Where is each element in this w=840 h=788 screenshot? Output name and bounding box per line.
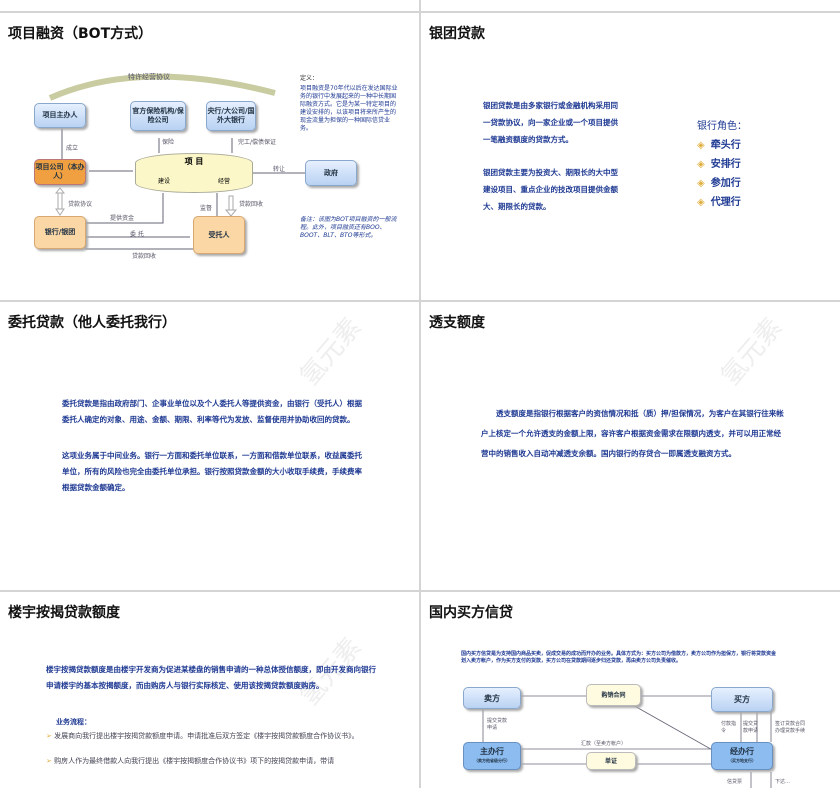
paragraph: 银团贷款主要为投资大、期限长的大中型建设项目、重点企业的技改项目提供金额大、期限… — [483, 168, 618, 211]
role-label: 代理行 — [710, 197, 741, 208]
label-issue: 下达… — [775, 779, 791, 785]
node-project-company: 项目公司（本办人） — [34, 159, 86, 185]
build-label: 建设 — [158, 178, 171, 185]
arrow-bullet-icon: ➢ — [46, 732, 55, 740]
handling-bank-label: 经办行 — [730, 747, 754, 756]
definition-text: 项目融资是70年代以后在发达国际业务的银行中发展起来的一种中长期国际融资方式。它… — [300, 85, 398, 132]
main-bank-sub: （卖方他省级分行） — [474, 758, 510, 763]
slide-title: 国内买方信贷 — [429, 605, 513, 621]
label-transfer: 转让 — [273, 166, 286, 173]
label-funds: 提供资金 — [110, 215, 135, 222]
role-label: 安排行 — [710, 159, 741, 170]
paragraph: 楼宇按揭贷款额度是由楼宇开发商为促进某楼盘的销售申请的一种总体授信额度，即由开发… — [46, 665, 376, 690]
role-item: ◈ 安排行 — [697, 155, 747, 174]
diamond-bullet-icon: ◈ — [697, 159, 705, 170]
step-text: 发展商向我行提出楼宇按揭贷款额度申请。申请批准后双方签定《楼宇按揭贷款额度合作协… — [54, 732, 359, 740]
label-insurance: 保险 — [162, 139, 175, 146]
node-project: 项 目 建设 经营 — [135, 153, 253, 193]
slide-domestic-buyer-credit[interactable]: 国内买方信贷 国内买方信贷是为支持国内商品买卖，促成交易的成功而开办的业务。具体… — [421, 592, 840, 788]
bot-diagram-arrows — [48, 73, 306, 250]
paragraph: 委托贷款是指由政府部门、企事业单位以及个人委托人等提供资金，由银行（受托人）根据… — [62, 399, 362, 424]
roles-title: 银行角色： — [697, 121, 747, 132]
node-government: 政府 — [305, 160, 357, 186]
handling-bank-sub: （买方地支行） — [728, 758, 756, 763]
node-insurer: 官方保险机构/保险公司 — [130, 101, 186, 131]
label-concession-agreement: 特许经营协议 — [128, 73, 170, 81]
slide-partial-top-right[interactable] — [421, 0, 840, 11]
slide-syndicated-loan[interactable]: 银团贷款 银团贷款是由多家银行或金融机构采用同一贷款协议，向一家企业或一个项目提… — [421, 13, 840, 300]
node-seller: 卖方 — [463, 687, 521, 709]
role-item: ◈ 牵头行 — [697, 136, 747, 155]
slide-bot-project-finance[interactable]: 项目融资（BOT方式） 特许经营协议 项目主办人 官方保险机构/保险公司 央行/… — [0, 13, 419, 300]
arrow-bullet-icon: ➢ — [46, 757, 55, 765]
definition-title: 定义： — [300, 75, 319, 82]
process-step: ➢ 购房人作为最终借款人向我行提出《楼宇按揭额度合作协议书》项下的按揭贷款申请，… — [46, 756, 376, 767]
slide-mortgage-loan-limit[interactable]: 楼宇按揭贷款额度 氢元素 楼宇按揭贷款额度是由楼宇开发商为促进某楼盘的销售申请的… — [0, 592, 419, 788]
process-step: ➢ 发展商向我行提出楼宇按揭贷款额度申请。申请批准后双方签定《楼宇按揭贷款额度合… — [46, 731, 376, 742]
node-main-bank: 主办行 （卖方他省级分行） — [463, 742, 521, 770]
main-bank-label: 主办行 — [480, 747, 504, 756]
node-trustee: 受托人 — [193, 216, 245, 254]
label-establish: 成立 — [66, 145, 79, 152]
node-sponsor: 项目主办人 — [34, 103, 86, 128]
label-loan-agreement: 贷款协议 — [68, 201, 93, 208]
label-sign-contract: 签订贷款合同办理贷款手续 — [775, 721, 806, 734]
label-credit: 信贷票 — [727, 779, 743, 785]
label-guarantee: 完工/偿债保证 — [238, 139, 277, 146]
diamond-bullet-icon: ◈ — [697, 178, 705, 189]
node-central-bank: 央行/大公司/国外大银行 — [206, 101, 256, 131]
role-label: 参加行 — [710, 178, 741, 189]
diamond-bullet-icon: ◈ — [697, 140, 705, 151]
watermark: 氢元素 — [715, 312, 789, 392]
slide-title: 银团贷款 — [429, 26, 485, 42]
slide-title: 透支额度 — [429, 315, 485, 331]
role-item: ◈ 参加行 — [697, 174, 747, 193]
process-title: 业务流程： — [56, 718, 91, 726]
node-voucher: 单证 — [586, 752, 636, 770]
project-label: 项 目 — [184, 157, 204, 166]
bank-roles: 银行角色： ◈ 牵头行 ◈ 安排行 ◈ 参加行 ◈ 代理行 — [697, 117, 747, 212]
node-contract: 购销合同 — [586, 684, 641, 706]
paragraph: 这项业务属于中间业务。银行一方面和委托单位联系，一方面和借款单位联系，收益属委托… — [62, 451, 362, 492]
paragraph: 银团贷款是由多家银行或金融机构采用同一贷款协议，向一家企业或一个项目提供一笔融资… — [483, 101, 618, 144]
step-text: 购房人作为最终借款人向我行提出《楼宇按揭额度合作协议书》项下的按揭贷款申请，带请 — [54, 757, 335, 765]
watermark: 氢元素 — [294, 312, 368, 392]
label-remit: 汇款（至卖方帐户） — [581, 741, 627, 747]
label-submit-application: 提交贷款申请 — [487, 718, 508, 731]
remark-text: 备注：该图为BOT项目融资的一般流程。此外，项目融资还有BOO、BOOT、BLT… — [300, 216, 397, 239]
slide-entrusted-loan[interactable]: 委托贷款（他人委托我行） 氢元素 委托贷款是指由政府部门、企事业单位以及个人委托… — [0, 302, 419, 590]
role-item: ◈ 代理行 — [697, 193, 747, 212]
node-bank: 银行/银团 — [34, 216, 86, 249]
slide-title: 委托贷款（他人委托我行） — [8, 315, 176, 331]
label-payment-order: 付款指令 — [721, 721, 737, 734]
node-handling-bank: 经办行 （买方地支行） — [711, 742, 773, 770]
label-submit-application-2: 提交贷款申请 — [743, 721, 759, 734]
intro-text: 国内买方信贷是为支持国内商品买卖，促成交易的成功而开办的业务。具体方式为：买方公… — [461, 651, 777, 664]
label-collect-2: 贷款回收 — [132, 253, 157, 260]
paragraph: 透支额度是指银行根据客户的资信情况和抵（质）押/担保情况，为客户在其银行往来帐户… — [481, 409, 784, 458]
label-collect: 贷款回收 — [239, 201, 264, 208]
role-label: 牵头行 — [710, 140, 741, 151]
node-buyer: 买方 — [711, 687, 773, 712]
diamond-bullet-icon: ◈ — [697, 197, 705, 208]
label-entrust: 委 托 — [130, 231, 144, 238]
label-supervise: 监督 — [200, 205, 213, 212]
operate-label: 经营 — [218, 178, 231, 185]
slide-overdraft-limit[interactable]: 透支额度 氢元素 透支额度是指银行根据客户的资信情况和抵（质）押/担保情况，为客… — [421, 302, 840, 590]
slide-title: 项目融资（BOT方式） — [8, 26, 153, 42]
slide-title: 楼宇按揭贷款额度 — [8, 605, 120, 621]
slide-partial-top-left[interactable] — [0, 0, 419, 11]
